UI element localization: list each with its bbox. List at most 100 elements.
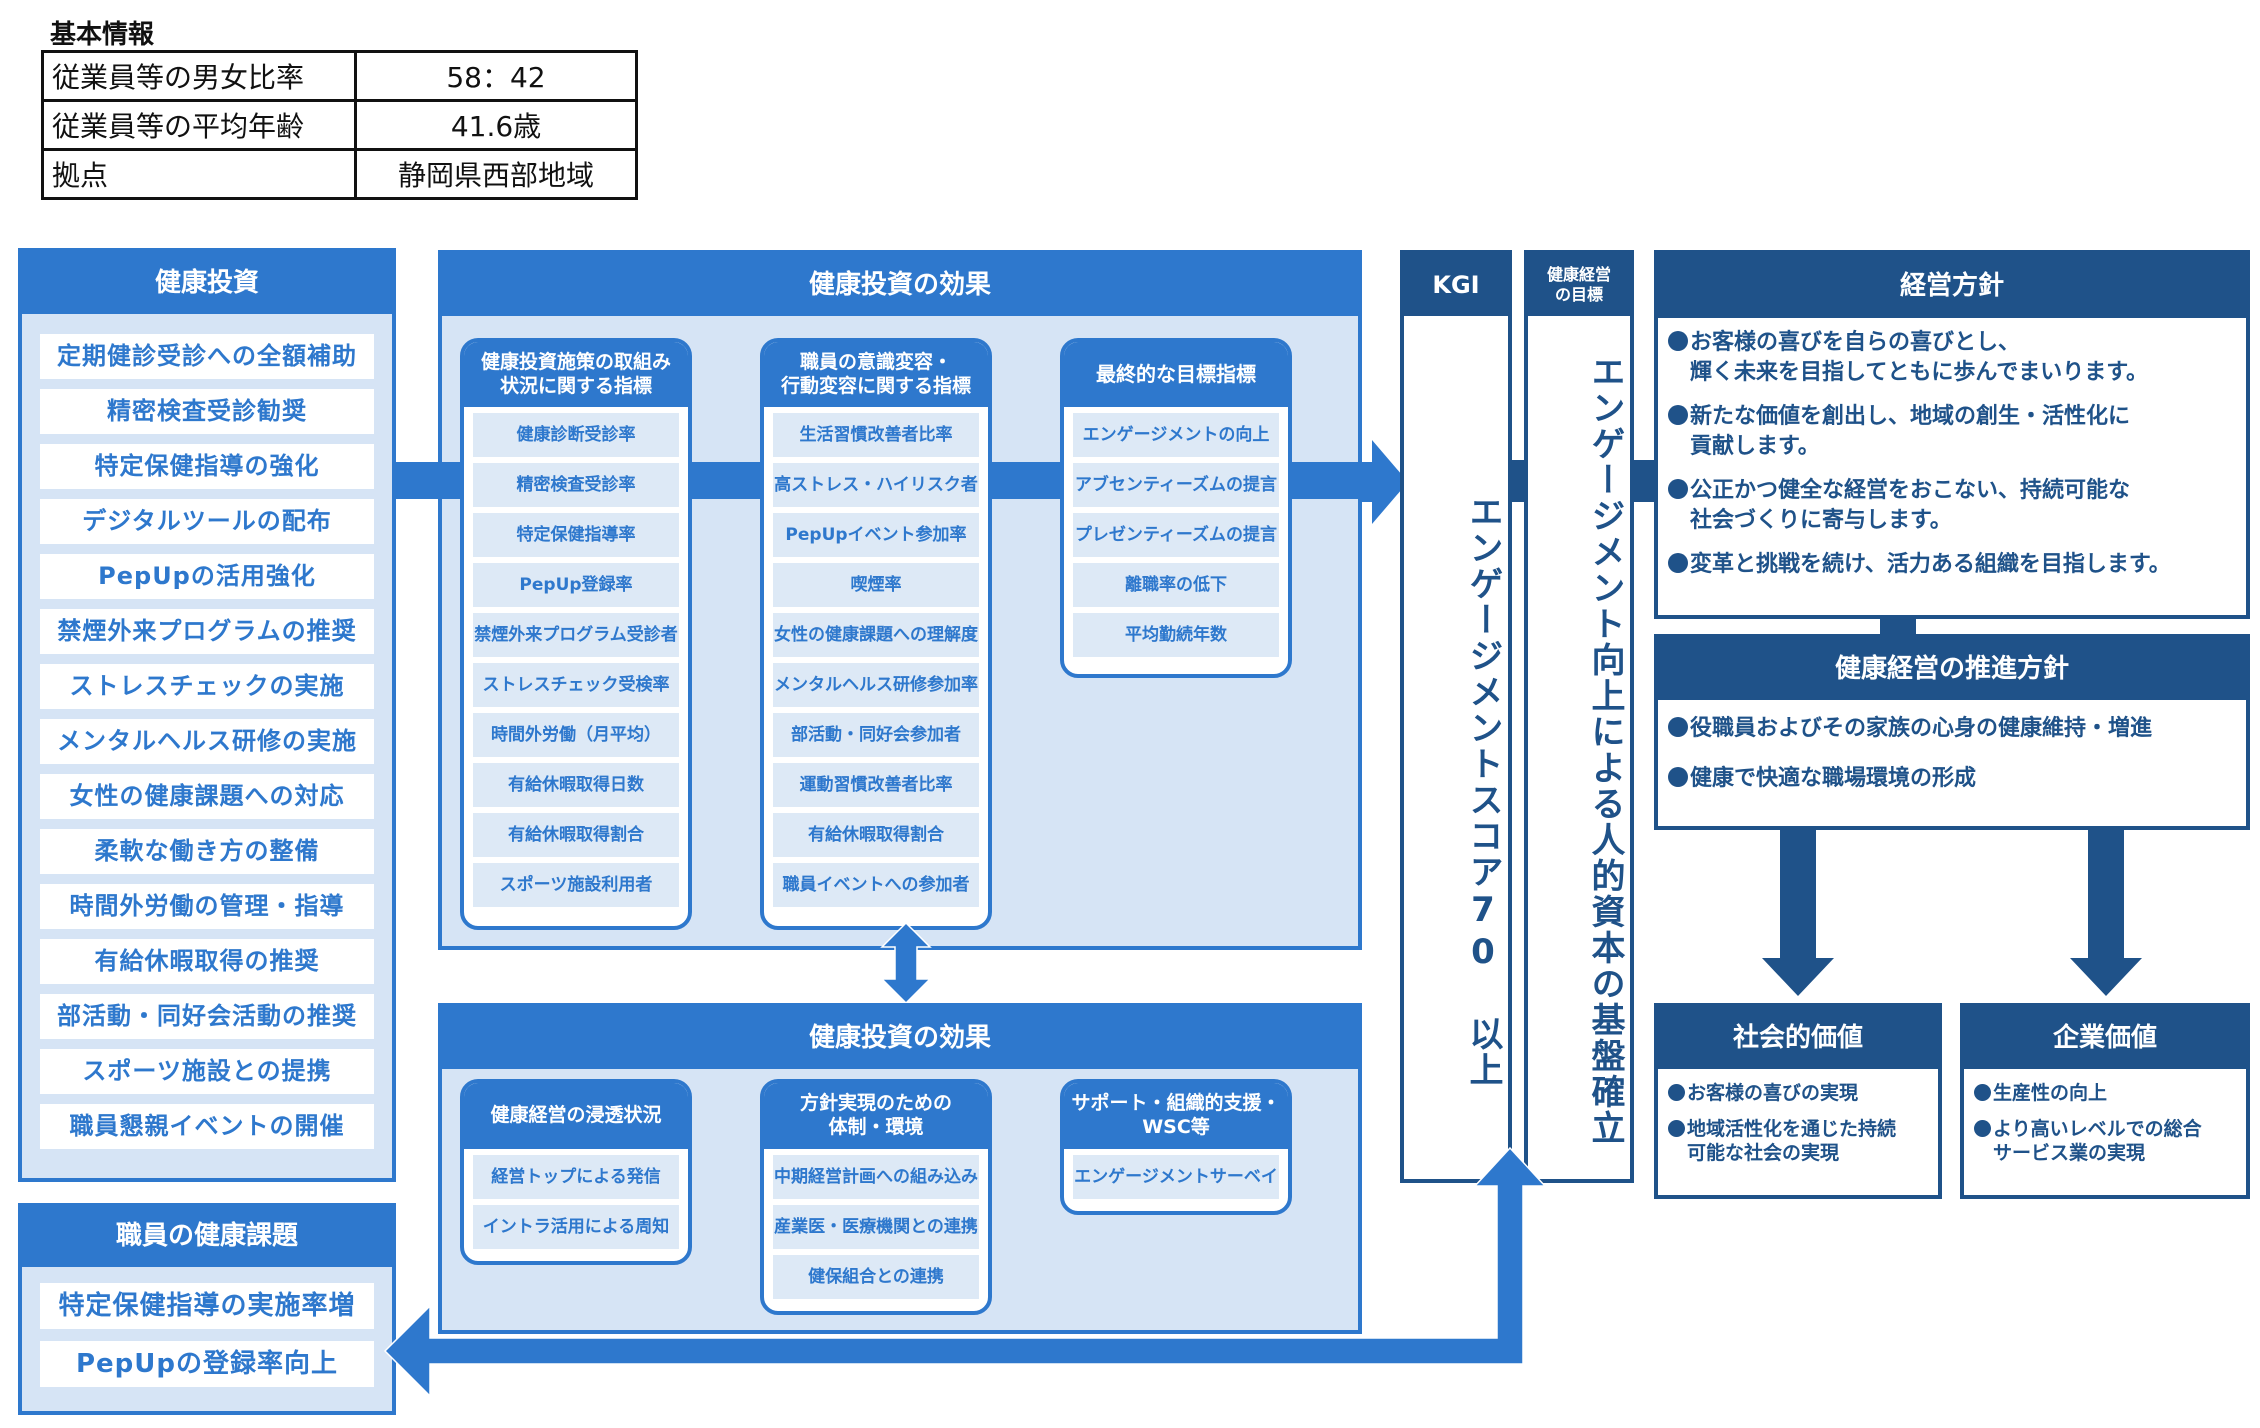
list-item: 特定保健指導の強化 bbox=[40, 444, 374, 489]
indicator-item: スポーツ施設利用者 bbox=[473, 863, 679, 907]
indicator-item: 運動習慣改善者比率 bbox=[773, 763, 979, 807]
measure-card-support: サポート・組織的支援・ WSC等 エンゲージメントサーベイ bbox=[1060, 1079, 1292, 1215]
connector-policy-promo bbox=[1880, 617, 1916, 637]
indicator-item: 有給休暇取得割合 bbox=[473, 813, 679, 857]
list-item: 定期健診受診への全額補助 bbox=[40, 334, 374, 379]
indicator-item: エンゲージメントの向上 bbox=[1073, 413, 1279, 457]
measure-card-penetration: 健康経営の浸透状況 経営トップによる発信 イントラ活用による周知 bbox=[460, 1079, 692, 1265]
health-investment-box: 健康投資 定期健診受診への全額補助 精密検査受診勧奨 特定保健指導の強化 デジタ… bbox=[18, 248, 396, 1182]
indicator-item: プレゼンティーズムの提言 bbox=[1073, 513, 1279, 557]
indicator-item: 時間外労働（月平均） bbox=[473, 713, 679, 757]
list-item: PepUpの登録率向上 bbox=[40, 1341, 374, 1387]
policy-bullet: 変革と挑戦を続け、活力ある組織を目指します。 bbox=[1668, 550, 2236, 580]
kgi-title: KGI bbox=[1404, 254, 1508, 316]
kgi-column: KGI エンゲージメントスコア70 以上 bbox=[1400, 250, 1512, 1183]
bullet-dot-icon bbox=[1668, 331, 1688, 351]
social-value-title: 社会的価値 bbox=[1658, 1007, 1938, 1069]
indicator-item: メンタルヘルス研修参加率 bbox=[773, 663, 979, 707]
measure-item: 中期経営計画への組み込み bbox=[773, 1155, 979, 1199]
list-item: 禁煙外来プログラムの推奨 bbox=[40, 609, 374, 654]
value-bullet: お客様の喜びの実現 bbox=[1668, 1081, 1928, 1105]
card-title: 健康経営の浸透状況 bbox=[464, 1083, 688, 1149]
promotion-policy-title: 健康経営の推進方針 bbox=[1658, 638, 2246, 700]
indicator-item: 高ストレス・ハイリスク者 bbox=[773, 463, 979, 507]
management-policy-box: 経営方針 お客様の喜びを自らの喜びとし、 輝く未来を目指してともに歩んでまいりま… bbox=[1654, 250, 2250, 619]
corporate-value-title: 企業価値 bbox=[1964, 1007, 2246, 1069]
list-item: ストレスチェックの実施 bbox=[40, 664, 374, 709]
measure-item: 経営トップによる発信 bbox=[473, 1155, 679, 1199]
indicator-item: PepUp登録率 bbox=[473, 563, 679, 607]
promotion-bullet: 役職員およびその家族の心身の健康維持・増進 bbox=[1668, 714, 2236, 744]
effects-top-panel: 健康投資の効果 健康投資施策の取組み 状況に関する指標 健康診断受診率 精密検査… bbox=[438, 250, 1362, 950]
indicator-item: 喫煙率 bbox=[773, 563, 979, 607]
measure-card-structure: 方針実現のための 体制・環境 中期経営計画への組み込み 産業医・医療機関との連携… bbox=[760, 1079, 992, 1315]
value-bullet: 生産性の向上 bbox=[1974, 1081, 2236, 1105]
indicator-item: 離職率の低下 bbox=[1073, 563, 1279, 607]
feedback-arrow-icon bbox=[383, 1146, 1547, 1398]
measure-item: エンゲージメントサーベイ bbox=[1073, 1155, 1279, 1199]
measure-item: 健保組合との連携 bbox=[773, 1255, 979, 1299]
policy-bullet: お客様の喜びを自らの喜びとし、 輝く未来を目指してともに歩んでまいります。 bbox=[1668, 328, 2236, 388]
indicator-item: 有給休暇取得日数 bbox=[473, 763, 679, 807]
employee-health-issues-list: 特定保健指導の実施率増 PepUpの登録率向上 bbox=[40, 1283, 374, 1399]
card-title: 職員の意識変容・ 行動変容に関する指標 bbox=[764, 342, 988, 407]
bullet-dot-icon bbox=[1668, 1120, 1685, 1137]
info-value: 静岡県西部地域 bbox=[354, 148, 638, 200]
connector-goal-policy bbox=[1632, 460, 1656, 502]
connector-kgi-goal bbox=[1510, 460, 1526, 502]
employee-health-issues-title: 職員の健康課題 bbox=[22, 1207, 392, 1267]
arrow-right-to-kgi bbox=[1340, 440, 1408, 524]
list-item: 特定保健指導の実施率増 bbox=[40, 1283, 374, 1329]
value-bullet: 地域活性化を通じた持続 可能な社会の実現 bbox=[1668, 1117, 1928, 1165]
bullet-dot-icon bbox=[1974, 1084, 1991, 1101]
indicator-item: 職員イベントへの参加者 bbox=[773, 863, 979, 907]
info-label: 拠点 bbox=[41, 148, 357, 200]
indicator-item: 生活習慣改善者比率 bbox=[773, 413, 979, 457]
list-item: 職員懇親イベントの開催 bbox=[40, 1104, 374, 1149]
list-item: 部活動・同好会活動の推奨 bbox=[40, 994, 374, 1039]
card-title: サポート・組織的支援・ WSC等 bbox=[1064, 1083, 1288, 1149]
table-row: 拠点 静岡県西部地域 bbox=[41, 148, 638, 200]
indicator-item: 女性の健康課題への理解度 bbox=[773, 613, 979, 657]
bullet-dot-icon bbox=[1668, 405, 1688, 425]
basic-info-title: 基本情報 bbox=[50, 20, 155, 50]
health-goal-column: 健康経営 の目標 エンゲージメント向上による人的資本の基盤確立 bbox=[1524, 250, 1634, 1183]
policy-bullet: 公正かつ健全な経営をおこない、持続可能な 社会づくりに寄与します。 bbox=[1668, 476, 2236, 536]
indicator-item: 有給休暇取得割合 bbox=[773, 813, 979, 857]
info-label: 従業員等の男女比率 bbox=[41, 50, 357, 102]
effects-bottom-title: 健康投資の効果 bbox=[442, 1007, 1358, 1069]
card-title: 最終的な目標指標 bbox=[1064, 342, 1288, 407]
social-value-box: 社会的価値 お客様の喜びの実現 地域活性化を通じた持続 可能な社会の実現 bbox=[1654, 1003, 1942, 1199]
indicator-item: 部活動・同好会参加者 bbox=[773, 713, 979, 757]
indicator-item: 禁煙外来プログラム受診者 bbox=[473, 613, 679, 657]
bullet-dot-icon bbox=[1668, 479, 1688, 499]
indicator-item: 平均勤続年数 bbox=[1073, 613, 1279, 657]
indicator-item: アブセンティーズムの提言 bbox=[1073, 463, 1279, 507]
list-item: メンタルヘルス研修の実施 bbox=[40, 719, 374, 764]
basic-info-table: 従業員等の男女比率 58：42 従業員等の平均年齢 41.6歳 拠点 静岡県西部… bbox=[41, 50, 638, 200]
list-item: PepUpの活用強化 bbox=[40, 554, 374, 599]
arrow-down-social-icon bbox=[1762, 830, 1834, 996]
promotion-policy-box: 健康経営の推進方針 役職員およびその家族の心身の健康維持・増進 健康で快適な職場… bbox=[1654, 634, 2250, 830]
value-bullet: より高いレベルでの総合 サービス業の実現 bbox=[1974, 1117, 2236, 1165]
double-arrow-icon bbox=[880, 921, 932, 1005]
indicator-item: 健康診断受診率 bbox=[473, 413, 679, 457]
list-item: 精密検査受診勧奨 bbox=[40, 389, 374, 434]
bullet-dot-icon bbox=[1668, 1084, 1685, 1101]
list-item: 女性の健康課題への対応 bbox=[40, 774, 374, 819]
measure-item: 産業医・医療機関との連携 bbox=[773, 1205, 979, 1249]
list-item: スポーツ施設との提携 bbox=[40, 1049, 374, 1094]
management-policy-title: 経営方針 bbox=[1658, 254, 2246, 318]
indicator-item: ストレスチェック受検率 bbox=[473, 663, 679, 707]
health-investment-list: 定期健診受診への全額補助 精密検査受診勧奨 特定保健指導の強化 デジタルツールの… bbox=[40, 334, 374, 1159]
arrow-down-corporate-icon bbox=[2070, 830, 2142, 996]
bullet-dot-icon bbox=[1974, 1120, 1991, 1137]
bullet-dot-icon bbox=[1668, 717, 1688, 737]
promotion-bullet: 健康で快適な職場環境の形成 bbox=[1668, 764, 2236, 794]
info-value: 41.6歳 bbox=[354, 99, 638, 151]
bullet-dot-icon bbox=[1668, 553, 1688, 573]
indicator-card-final-goals: 最終的な目標指標 エンゲージメントの向上 アブセンティーズムの提言 プレゼンティ… bbox=[1060, 338, 1292, 678]
card-title: 健康投資施策の取組み 状況に関する指標 bbox=[464, 342, 688, 407]
list-item: 時間外労働の管理・指導 bbox=[40, 884, 374, 929]
table-row: 従業員等の平均年齢 41.6歳 bbox=[41, 99, 638, 151]
